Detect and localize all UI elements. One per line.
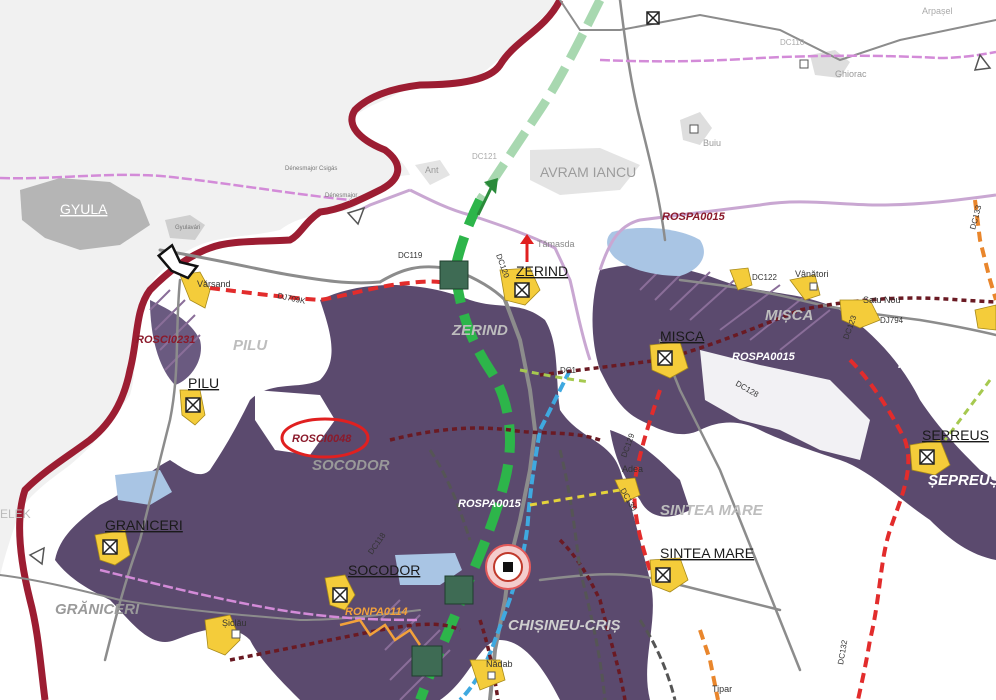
label-sepreus: SEPREUS [922,427,989,443]
road-orange [698,199,996,700]
red-direction-arrow [520,234,534,262]
region-zerind: ZERIND [451,322,508,339]
label-adea: Adea [622,464,643,474]
label-sintea-mare: SINTEA MARE [660,545,754,561]
label-ghiorac: Ghiorac [835,69,867,79]
site-rospa0015-south: ROSPA0015 [458,498,522,510]
railway [0,50,996,622]
open-clearing [255,390,335,455]
label-elek: ELEK [0,507,31,521]
region-graniceri: GRĂNICERI [55,601,140,618]
label-zerind: ZERIND [516,263,568,279]
ant-built-area [415,160,450,185]
label-misca: MISCA [660,328,705,344]
site-ronpa0114: RONPA0114 [345,606,408,618]
site-rospa0015-east: ROSPA0015 [732,351,796,363]
open-clearing [700,350,870,460]
rosci0048-highlight-circle [280,417,370,459]
site-rosci0231: ROSCI0231 [136,334,195,346]
label-denesmajor-csigas: Dénesmajor Csigás [285,166,337,172]
lake [607,227,704,276]
hatched-zone [149,269,831,700]
label-avram-iancu: AVRAM IANCU [540,164,636,180]
label-gyulavari: Gyulavári [175,225,200,231]
site-rosci0350: ROSCI0350 [898,359,958,371]
road-label-dc1: DC1 [560,366,577,375]
road-direction-arrows [28,53,992,566]
label-varsand: Vărsand [197,279,231,289]
label-tipar: Tipar [712,684,732,694]
label-graniceri: GRANICERI [105,517,183,533]
region-socodor: SOCODOR [312,457,390,474]
project-site-markers [411,260,474,677]
chisineu-cris-city-symbol [485,544,531,590]
settlement-symbols [102,11,935,603]
label-buiu: Buiu [703,138,721,148]
zerind-symbol [514,282,530,298]
graniceri-symbol [102,539,118,555]
gyula-urban-area [20,178,150,250]
label-ant: Ant [425,165,439,175]
socodor-symbol [332,587,348,603]
region-sepreus: ȘEPREUȘ [928,472,996,489]
gyulavari-urban-area [165,215,205,240]
lake [115,470,172,505]
road-label-dc122: DC122 [752,273,777,282]
sintea-mare-symbol [655,567,671,583]
label-denesmajor: Dénesmajor [325,193,357,199]
road-label-dc110: DC110 [780,38,805,47]
secondary-road-grey-dashed [428,449,677,700]
ronpa-boundary [339,618,422,646]
label-nadab: Nădab [486,659,513,669]
label-siclau: Șiclău [222,618,247,628]
label-vanatori: Vânători [795,269,829,279]
region-pilu: PILU [233,337,268,354]
avram-iancu-built-area [530,148,640,195]
label-pilu: PILU [188,375,219,391]
label-arpasel: Arpașel [922,6,953,16]
road-label-dc132: DC132 [836,639,849,666]
sepreus-symbol [919,449,935,465]
avram-iancu-symbol [646,11,660,25]
regional-road-red [209,279,911,700]
road-label-dc119: DC119 [398,251,423,260]
label-satu-nou: Satu Nou [863,295,901,305]
proposed-route-far [476,0,605,203]
neighbour-country-area [0,0,560,580]
pilu-symbol [185,397,201,413]
label-tamasda: Tămasda [537,239,575,249]
site-rospa0015-north: ROSPA0015 [662,211,726,223]
region-misca: MIȘCA [765,307,813,324]
label-socodor: SOCODOR [348,562,420,578]
road-lightgreen [519,368,992,441]
misca-symbol [657,350,673,366]
label-gyula: GYULA [60,201,108,217]
region-sintea-mare: SINTEA MARE [660,502,764,519]
canal [458,369,572,700]
green-direction-arrow [476,178,498,216]
border-crossing-arrow [156,243,200,280]
road-label-dc121: DC121 [472,152,497,161]
site-rosci0048: ROSCI0048 [292,433,352,445]
label-chisineu-cris: CHIȘINEU-CRIȘ [508,617,621,634]
national-border [16,0,564,700]
road-label-dj794: DJ794 [880,316,904,325]
village-markers [231,59,818,680]
